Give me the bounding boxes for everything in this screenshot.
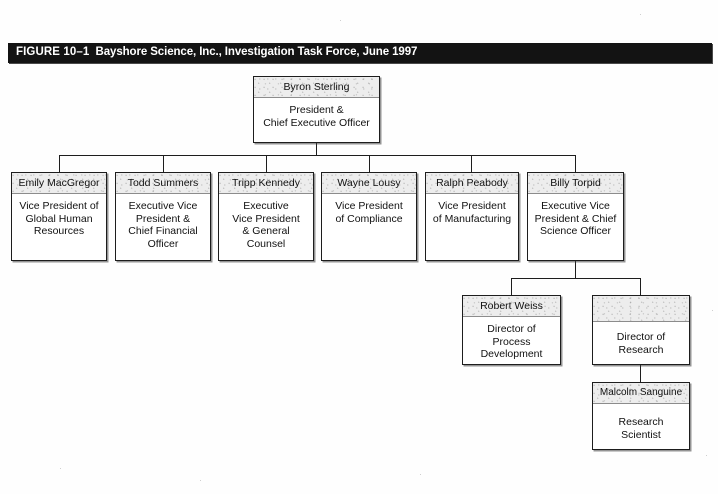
node-scientist-title-line1: Research — [618, 416, 664, 428]
scan-speck — [640, 14, 641, 15]
connector-level2-bus — [59, 155, 576, 156]
node-ceo-title-line1: President & — [289, 104, 344, 116]
node-compliance-title-line1: Vice President — [335, 200, 403, 212]
connector-ceo-stem — [316, 143, 317, 156]
scan-speck — [340, 20, 341, 21]
node-cso-title: Executive Vice President & Chief Science… — [528, 194, 623, 242]
node-counsel-name: Tripp Kennedy — [219, 173, 313, 194]
node-hr-title-line1: Vice President of — [19, 200, 99, 212]
node-counsel-title-line1: Executive — [243, 200, 289, 212]
connector-research-stem — [640, 365, 641, 382]
connector-drop-compliance — [369, 155, 370, 172]
node-cso-title-line2: President & Chief — [534, 212, 617, 225]
node-hr-title-line3: Resources — [33, 225, 85, 237]
node-scientist-name: Malcolm Sanguine — [593, 383, 689, 404]
connector-drop-procdev — [511, 278, 512, 295]
node-hr-title-line2: Global Human — [25, 212, 93, 225]
node-hr-title: Vice President of Global Human Resources — [12, 194, 106, 242]
figure-title: Bayshore Science, Inc., Investigation Ta… — [95, 46, 418, 58]
connector-drop-cso — [575, 155, 576, 172]
connector-drop-cfo — [163, 155, 164, 172]
node-ceo[interactable]: Byron Sterling President & Chief Executi… — [253, 76, 380, 143]
node-research-title-line2: Research — [618, 343, 664, 356]
node-counsel-title-line3: & General — [242, 225, 290, 237]
node-cfo-title-line3: Chief Financial — [128, 225, 198, 237]
node-research-title: Director of Research — [593, 322, 689, 360]
node-mfg-title-line2: of Manufacturing — [432, 212, 512, 225]
node-compliance-name: Wayne Lousy — [322, 173, 416, 194]
node-research-title-line1: Director of — [616, 331, 666, 343]
scan-speck — [420, 474, 421, 475]
node-mfg-title: Vice President of Manufacturing — [426, 194, 518, 229]
node-cfo-title-line2: President & — [135, 212, 191, 225]
node-compliance-title-line2: of Compliance — [335, 212, 403, 225]
node-hr[interactable]: Emily MacGregor Vice President of Global… — [11, 172, 107, 261]
node-procdev-title-line1: Director of — [487, 323, 536, 335]
connector-drop-counsel — [266, 155, 267, 172]
connector-cso-stem — [575, 261, 576, 278]
node-procdev-name: Robert Weiss — [463, 296, 560, 317]
node-procdev[interactable]: Robert Weiss Director of Process Develop… — [462, 295, 561, 365]
node-mfg[interactable]: Ralph Peabody Vice President of Manufact… — [425, 172, 519, 261]
node-cfo-title-line4: Officer — [147, 237, 179, 250]
scan-speck — [712, 310, 713, 311]
node-compliance[interactable]: Wayne Lousy Vice President of Compliance — [321, 172, 417, 261]
node-procdev-title-line3: Development — [480, 348, 543, 360]
node-scientist-title-line2: Scientist — [621, 428, 661, 441]
node-counsel[interactable]: Tripp Kennedy Executive Vice President &… — [218, 172, 314, 261]
node-cso-name: Billy Torpid — [528, 173, 623, 194]
node-counsel-title-line4: Counsel — [246, 237, 286, 250]
node-scientist[interactable]: Malcolm Sanguine Research Scientist — [592, 382, 690, 450]
node-counsel-title: Executive Vice President & General Couns… — [219, 194, 313, 254]
node-research-name — [593, 296, 689, 322]
node-cso[interactable]: Billy Torpid Executive Vice President & … — [527, 172, 624, 261]
node-cfo[interactable]: Todd Summers Executive Vice President & … — [115, 172, 211, 261]
node-ceo-title-line2: Chief Executive Officer — [263, 116, 370, 129]
node-mfg-name: Ralph Peabody — [426, 173, 518, 194]
node-ceo-name: Byron Sterling — [254, 77, 379, 98]
node-mfg-title-line1: Vice President — [438, 200, 506, 212]
figure-caption-bar: FIGURE 10–1 Bayshore Science, Inc., Inve… — [8, 43, 712, 63]
node-compliance-title: Vice President of Compliance — [322, 194, 416, 229]
figure-number: FIGURE 10–1 — [16, 46, 90, 58]
figure-caption-text: FIGURE 10–1 Bayshore Science, Inc., Inve… — [16, 46, 417, 58]
scan-speck — [60, 468, 61, 469]
connector-drop-hr — [59, 155, 60, 172]
node-procdev-title: Director of Process Development — [463, 317, 560, 365]
connector-level3-bus — [511, 278, 641, 279]
node-research[interactable]: Director of Research — [592, 295, 690, 365]
scan-speck — [706, 455, 707, 456]
node-counsel-title-line2: Vice President — [232, 212, 300, 225]
node-cso-title-line1: Executive Vice — [541, 200, 610, 212]
connector-drop-mfg — [471, 155, 472, 172]
node-cfo-title: Executive Vice President & Chief Financi… — [116, 194, 210, 254]
node-cfo-name: Todd Summers — [116, 173, 210, 194]
node-ceo-title: President & Chief Executive Officer — [254, 98, 379, 133]
node-procdev-title-line2: Process — [492, 335, 531, 348]
node-scientist-title: Research Scientist — [593, 404, 689, 445]
connector-drop-research — [640, 278, 641, 295]
node-cfo-title-line1: Executive Vice — [128, 200, 198, 212]
scan-speck — [200, 480, 201, 481]
node-hr-name: Emily MacGregor — [12, 173, 106, 194]
node-cso-title-line3: Science Officer — [539, 225, 611, 237]
